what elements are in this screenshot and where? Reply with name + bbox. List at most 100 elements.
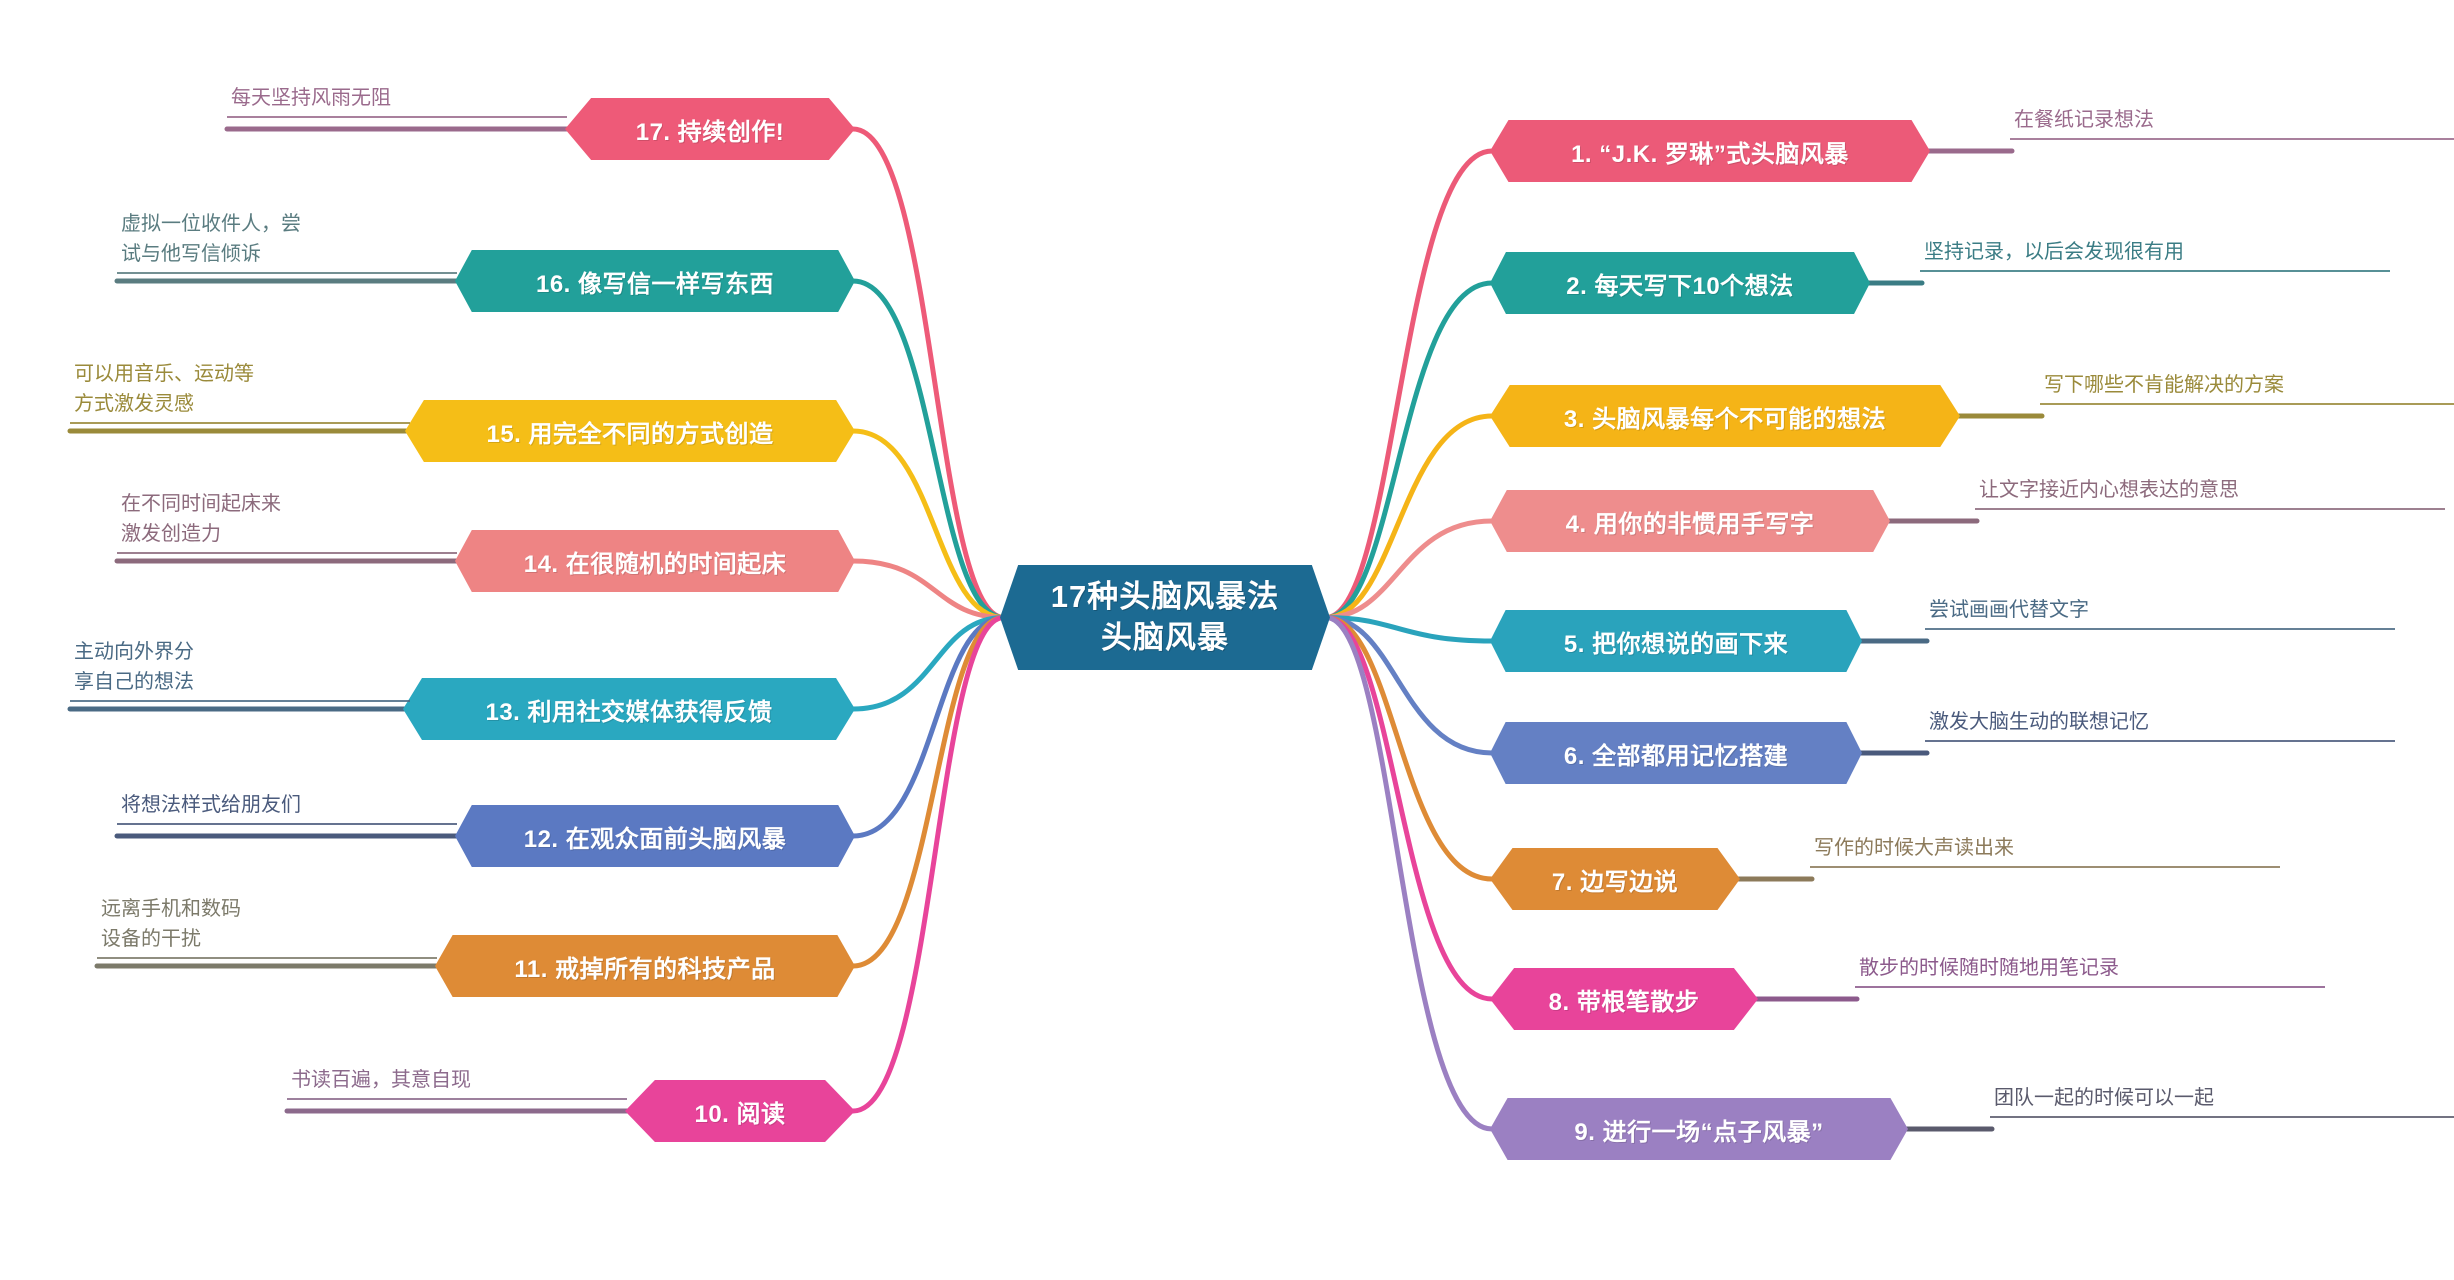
branch-node-label-12: 12. 在观众面前头脑风暴 <box>523 825 787 853</box>
leaf-annotation-text-8: 散步的时候随时随地用笔记录 <box>1859 957 2119 979</box>
leaf-annotation-11: 远离手机和数码 设备的干扰 <box>97 894 437 959</box>
branch-node-label-14: 14. 在很随机的时间起床 <box>523 550 787 578</box>
leaf-annotation-text-10: 书读百遍，其意自现 <box>291 1069 471 1091</box>
branch-node-label-10: 10. 阅读 <box>694 1100 786 1128</box>
branch-node-17[interactable]: 17. 持续创作! <box>565 98 855 160</box>
connector-path <box>1323 615 1495 882</box>
central-topic-line2: 头脑风暴 <box>1101 619 1229 655</box>
leaf-underline-2 <box>1920 270 2390 272</box>
branch-node-13[interactable]: 13. 利用社交媒体获得反馈 <box>403 678 855 740</box>
branch-node-5[interactable]: 5. 把你想说的画下来 <box>1490 610 1862 672</box>
leaf-annotation-3: 写下哪些不肯能解决的方案 <box>2040 370 2454 405</box>
branch-node-label-3: 3. 头脑风暴每个不可能的想法 <box>1563 405 1887 433</box>
leaf-underline-16 <box>117 272 457 274</box>
leaf-annotation-15: 可以用音乐、运动等 方式激发灵感 <box>70 359 410 424</box>
leaf-annotation-5: 尝试画画代替文字 <box>1925 595 2395 630</box>
leaf-annotation-13: 主动向外界分 享自己的想法 <box>70 637 410 702</box>
branch-node-12[interactable]: 12. 在观众面前头脑风暴 <box>455 805 855 867</box>
leaf-annotation-text-1: 在餐纸记录想法 <box>2014 109 2154 131</box>
leaf-annotation-4: 让文字接近内心想表达的意思 <box>1975 475 2445 510</box>
branch-node-8[interactable]: 8. 带根笔散步 <box>1490 968 1758 1030</box>
branch-node-label-15: 15. 用完全不同的方式创造 <box>486 420 774 448</box>
branch-node-label-6: 6. 全部都用记忆搭建 <box>1563 742 1789 770</box>
leaf-annotation-16: 虚拟一位收件人，尝 试与他写信倾诉 <box>117 209 457 274</box>
leaf-annotation-text-9: 团队一起的时候可以一起 <box>1994 1087 2214 1109</box>
connector-path <box>850 615 1007 1114</box>
leaf-underline-13 <box>70 700 410 702</box>
branch-node-label-1: 1. “J.K. 罗琳”式头脑风暴 <box>1571 140 1849 168</box>
branch-node-label-16: 16. 像写信一样写东西 <box>535 270 775 298</box>
leaf-annotation-1: 在餐纸记录想法 <box>2010 105 2454 140</box>
leaf-underline-8 <box>1855 986 2325 988</box>
leaf-annotation-7: 写作的时候大声读出来 <box>1810 833 2280 868</box>
leaf-underline-17 <box>227 116 567 118</box>
branch-node-4[interactable]: 4. 用你的非惯用手写字 <box>1490 490 1890 552</box>
leaf-underline-10 <box>287 1098 627 1100</box>
connector-path <box>1323 615 1495 756</box>
connector-path <box>850 615 1007 839</box>
branch-node-2[interactable]: 2. 每天写下10个想法 <box>1490 252 1870 314</box>
branch-node-label-9: 9. 进行一场“点子风暴” <box>1574 1118 1824 1146</box>
branch-node-label-17: 17. 持续创作! <box>635 118 785 146</box>
leaf-annotation-17: 每天坚持风雨无阻 <box>227 83 567 118</box>
connector-path <box>1323 148 1495 620</box>
connector-path <box>850 615 1007 969</box>
leaf-annotation-text-11: 远离手机和数码 设备的干扰 <box>101 898 241 950</box>
connector-path <box>1323 413 1495 620</box>
connector-path <box>850 428 1007 620</box>
leaf-annotation-text-7: 写作的时候大声读出来 <box>1814 837 2014 859</box>
leaf-underline-14 <box>117 552 457 554</box>
leaf-annotation-2: 坚持记录，以后会发现很有用 <box>1920 237 2390 272</box>
branch-node-7[interactable]: 7. 边写边说 <box>1490 848 1740 910</box>
leaf-annotation-14: 在不同时间起床来 激发创造力 <box>117 489 457 554</box>
leaf-underline-9 <box>1990 1116 2454 1118</box>
connector-path <box>850 558 1007 620</box>
leaf-underline-7 <box>1810 866 2280 868</box>
branch-node-10[interactable]: 10. 阅读 <box>625 1080 855 1142</box>
branch-node-label-8: 8. 带根笔散步 <box>1548 988 1700 1016</box>
branch-node-3[interactable]: 3. 头脑风暴每个不可能的想法 <box>1490 385 1960 447</box>
connector-path <box>1323 518 1495 620</box>
branch-node-15[interactable]: 15. 用完全不同的方式创造 <box>405 400 855 462</box>
connector-path <box>1323 615 1495 1002</box>
branch-node-label-5: 5. 把你想说的画下来 <box>1563 630 1789 658</box>
leaf-underline-12 <box>117 823 457 825</box>
branch-node-1[interactable]: 1. “J.K. 罗琳”式头脑风暴 <box>1490 120 1930 182</box>
branch-node-label-13: 13. 利用社交媒体获得反馈 <box>485 698 773 726</box>
leaf-annotation-6: 激发大脑生动的联想记忆 <box>1925 707 2395 742</box>
connector-path <box>1323 280 1495 620</box>
central-topic-node[interactable]: 17种头脑风暴法 头脑风暴 <box>1000 565 1330 670</box>
leaf-underline-5 <box>1925 628 2395 630</box>
leaf-underline-4 <box>1975 508 2445 510</box>
leaf-annotation-10: 书读百遍，其意自现 <box>287 1065 627 1100</box>
branch-node-16[interactable]: 16. 像写信一样写东西 <box>455 250 855 312</box>
leaf-annotation-text-2: 坚持记录，以后会发现很有用 <box>1924 241 2184 263</box>
connector-path <box>850 278 1007 620</box>
leaf-annotation-9: 团队一起的时候可以一起 <box>1990 1083 2454 1118</box>
leaf-annotation-text-6: 激发大脑生动的联想记忆 <box>1929 711 2149 733</box>
leaf-annotation-text-16: 虚拟一位收件人，尝 试与他写信倾诉 <box>121 213 301 265</box>
leaf-annotation-text-5: 尝试画画代替文字 <box>1929 599 2089 621</box>
leaf-annotation-text-3: 写下哪些不肯能解决的方案 <box>2044 374 2284 396</box>
leaf-annotation-text-15: 可以用音乐、运动等 方式激发灵感 <box>74 363 254 415</box>
branch-node-label-11: 11. 戒掉所有的科技产品 <box>514 955 776 983</box>
leaf-underline-6 <box>1925 740 2395 742</box>
branch-node-6[interactable]: 6. 全部都用记忆搭建 <box>1490 722 1862 784</box>
branch-node-9[interactable]: 9. 进行一场“点子风暴” <box>1490 1098 1908 1160</box>
leaf-annotation-text-13: 主动向外界分 享自己的想法 <box>74 641 194 693</box>
connector-path <box>850 615 1007 712</box>
branch-node-14[interactable]: 14. 在很随机的时间起床 <box>455 530 855 592</box>
connector-path <box>1323 615 1495 1132</box>
branch-node-11[interactable]: 11. 戒掉所有的科技产品 <box>435 935 855 997</box>
leaf-annotation-text-14: 在不同时间起床来 激发创造力 <box>121 493 281 545</box>
leaf-underline-3 <box>2040 403 2454 405</box>
leaf-annotation-text-12: 将想法样式给朋友们 <box>121 794 301 816</box>
connector-path <box>1323 615 1495 644</box>
leaf-annotation-12: 将想法样式给朋友们 <box>117 790 457 825</box>
branch-node-label-4: 4. 用你的非惯用手写字 <box>1565 510 1815 538</box>
leaf-annotation-text-17: 每天坚持风雨无阻 <box>231 87 391 109</box>
leaf-annotation-text-4: 让文字接近内心想表达的意思 <box>1979 479 2239 501</box>
leaf-underline-1 <box>2010 138 2454 140</box>
connector-path <box>850 126 1007 620</box>
